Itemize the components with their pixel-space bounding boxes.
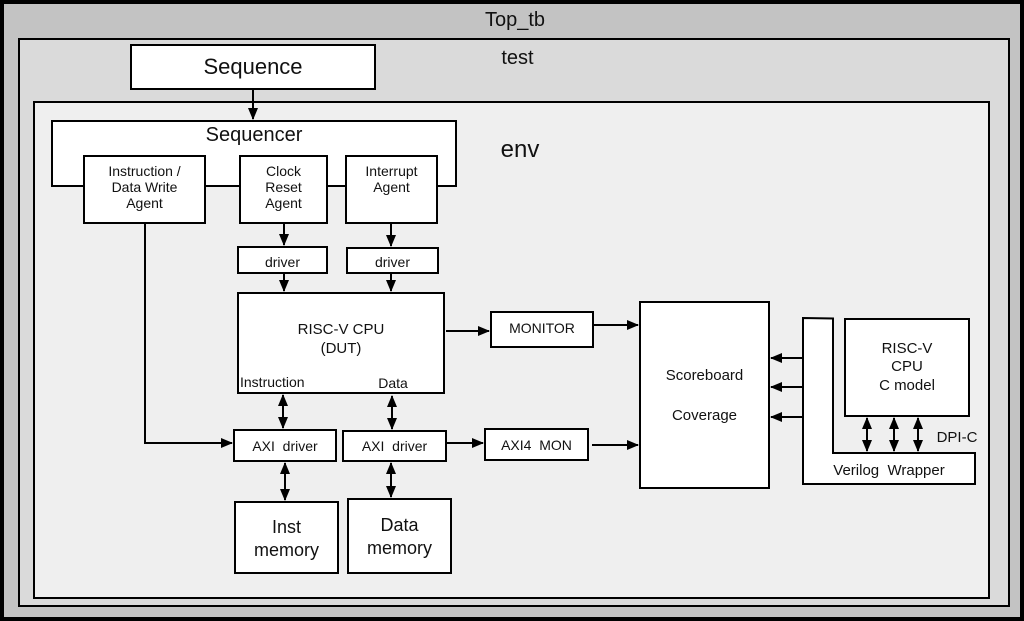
- dut-block: [237, 292, 445, 394]
- interrupt-agent: [345, 155, 438, 224]
- instr-data-write-agent-label: Instruction / Data Write Agent: [108, 163, 181, 212]
- clock-reset-agent-label: Clock Reset Agent: [265, 163, 302, 212]
- axi-driver-data-label: AXI driver: [361, 438, 428, 454]
- axi4-mon-block: [484, 428, 589, 461]
- sequence-block: [130, 44, 376, 90]
- dut-port-instruction: Instruction: [240, 374, 305, 390]
- verilog-wrapper-label: Verilog Wrapper: [833, 462, 945, 479]
- axi-driver-data: [342, 430, 447, 462]
- axi-driver-inst: [233, 429, 337, 462]
- top-tb-label: Top_tb: [484, 9, 546, 31]
- coverage-label: Coverage: [671, 407, 738, 424]
- scoreboard-label: Scoreboard: [665, 367, 744, 384]
- inst-memory-label: Inst memory: [253, 517, 319, 560]
- data-memory-label: Data memory: [366, 515, 432, 558]
- dut-label: RISC-V CPU (DUT): [297, 321, 385, 357]
- sequence-label: Sequence: [203, 54, 303, 79]
- sequencer-label: Sequencer: [205, 124, 303, 146]
- test-label: test: [501, 47, 534, 69]
- dpi-c-label: DPI-C: [936, 429, 978, 446]
- clock-reset-driver: [237, 246, 328, 274]
- clock-reset-driver-label: driver: [264, 254, 300, 270]
- verilog-wrapper-block: [802, 316, 976, 485]
- interrupt-agent-label: Interrupt Agent: [365, 163, 418, 196]
- interrupt-driver-label: driver: [374, 254, 410, 270]
- env-label: env: [500, 136, 540, 163]
- axi-driver-inst-label: AXI driver: [252, 438, 318, 454]
- monitor-label: MONITOR: [509, 320, 575, 336]
- scoreboard-coverage-block: [639, 301, 770, 489]
- inst-memory-block: [234, 501, 339, 574]
- c-model-block: [844, 318, 970, 417]
- arrow-instr-agent-to-axi-driver: [144, 224, 233, 448]
- axi4-mon-label: AXI4 MON: [501, 437, 572, 453]
- interrupt-driver: [346, 247, 439, 274]
- instr-data-write-agent: [83, 155, 206, 224]
- clock-reset-agent: [239, 155, 328, 224]
- data-memory-block: [347, 498, 452, 574]
- c-model-label: RISC-V CPU C model: [879, 340, 935, 394]
- dut-port-data: Data: [378, 375, 408, 391]
- monitor-block: [490, 311, 594, 348]
